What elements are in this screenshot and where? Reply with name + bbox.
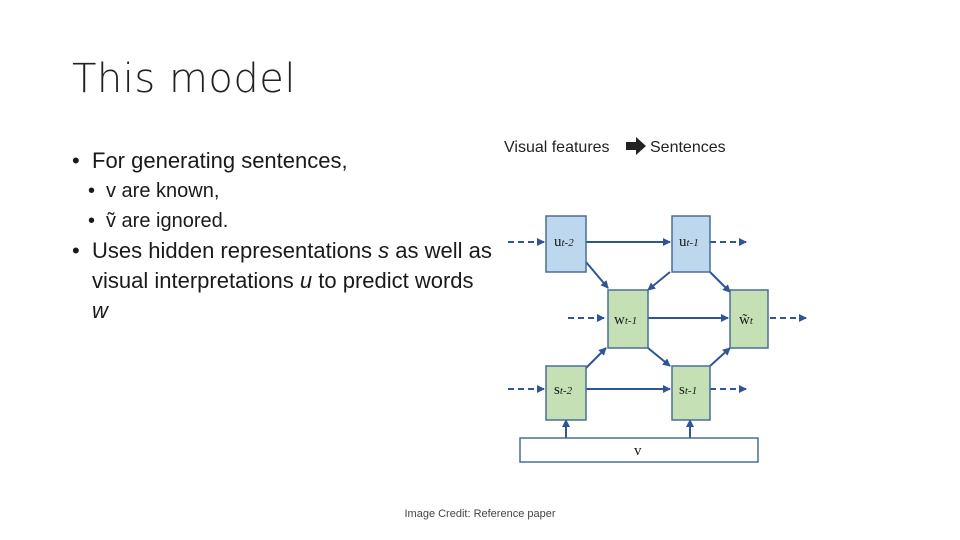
node-w-tilde-t: w̃t xyxy=(729,289,769,349)
bullet-text-1: Uses hidden representations xyxy=(92,238,379,263)
arrow-u-to-w xyxy=(585,261,609,289)
image-credit-caption: Image Credit: Reference paper xyxy=(404,508,556,520)
slide-title: This model xyxy=(72,56,297,102)
bullet-hidden-representations: Uses hidden representations s as well as… xyxy=(72,236,492,326)
node-u-t2: ut-2 xyxy=(545,215,587,273)
svg-text:ut-2: ut-2 xyxy=(554,234,574,250)
bullet-text-3: to predict words xyxy=(312,268,474,293)
bullet-symbol-u: u xyxy=(299,268,313,293)
svg-text:ut-1: ut-1 xyxy=(679,234,699,250)
svg-text:wt-1: wt-1 xyxy=(614,312,637,328)
arrow-s-to-w xyxy=(585,347,607,369)
arrow-u-to-w-tilde xyxy=(709,271,731,293)
bullet-list: For generating sentences, v are known, ṽ… xyxy=(72,146,492,326)
node-v: v xyxy=(519,437,759,463)
node-s-t1: st-1 xyxy=(671,365,711,421)
node-u-t1: ut-1 xyxy=(671,215,711,273)
sub-bullet-v-known: v are known, xyxy=(72,176,492,206)
bullet-symbol-w: w xyxy=(92,298,108,323)
bullet-symbol-s: s xyxy=(378,238,390,263)
node-s-t2: st-2 xyxy=(545,365,587,421)
bullet-text-2: as well as visual interpretations xyxy=(92,238,492,293)
solid-arrows xyxy=(562,238,731,438)
arrow-w-to-s xyxy=(647,347,671,367)
svg-text:st-2: st-2 xyxy=(554,382,573,398)
svg-text:st-1: st-1 xyxy=(679,382,697,398)
bullet-generating-sentences: For generating sentences, xyxy=(72,146,492,176)
header-sentences: Sentences xyxy=(650,139,726,156)
node-w-t1: wt-1 xyxy=(607,289,649,349)
model-diagram: Visual features Sentences ut-2 ut-1 wt-1 xyxy=(504,137,807,463)
arrow-u-to-w-back xyxy=(647,271,671,291)
dashed-arrows xyxy=(508,238,807,393)
header-visual-features: Visual features xyxy=(504,139,610,156)
arrow-s-to-w-tilde xyxy=(709,347,731,367)
right-arrow-icon xyxy=(626,137,646,155)
svg-text:v: v xyxy=(634,443,642,459)
svg-text:w̃t: w̃t xyxy=(739,312,754,328)
sub-bullet-v-tilde-ignored: ṽ are ignored. xyxy=(72,206,492,236)
